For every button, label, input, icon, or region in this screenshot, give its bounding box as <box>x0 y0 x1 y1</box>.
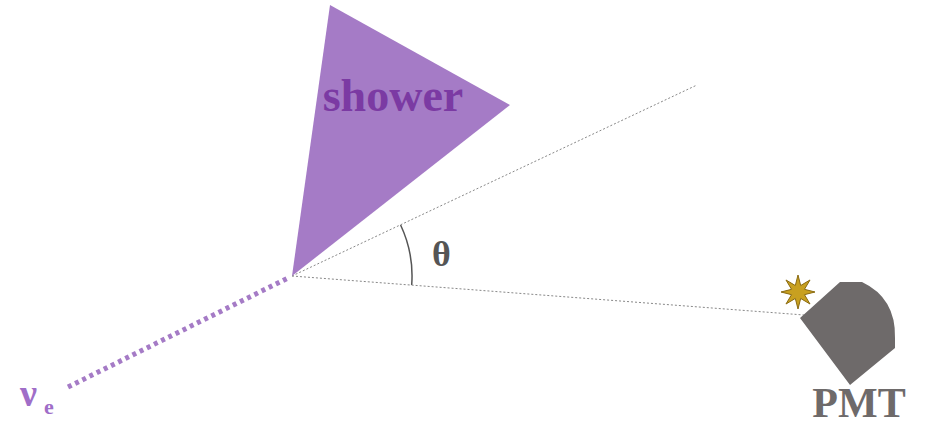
sight-line <box>292 276 804 315</box>
shower-label: shower <box>323 73 464 119</box>
neutrino-subscript: e <box>44 396 54 418</box>
angle-arc <box>401 225 412 285</box>
node-shape <box>292 5 510 276</box>
pmt-body <box>800 282 895 385</box>
neutrino-symbol: ν <box>20 374 37 412</box>
shower-node: shower <box>292 5 510 276</box>
angle-symbol: θ <box>432 236 451 272</box>
pmt-node: PMT <box>778 268 918 418</box>
neutrino-track <box>68 278 288 387</box>
shower-triangle <box>292 5 510 276</box>
photon-hit-star <box>781 275 815 309</box>
pmt-label: PMT <box>812 382 905 424</box>
